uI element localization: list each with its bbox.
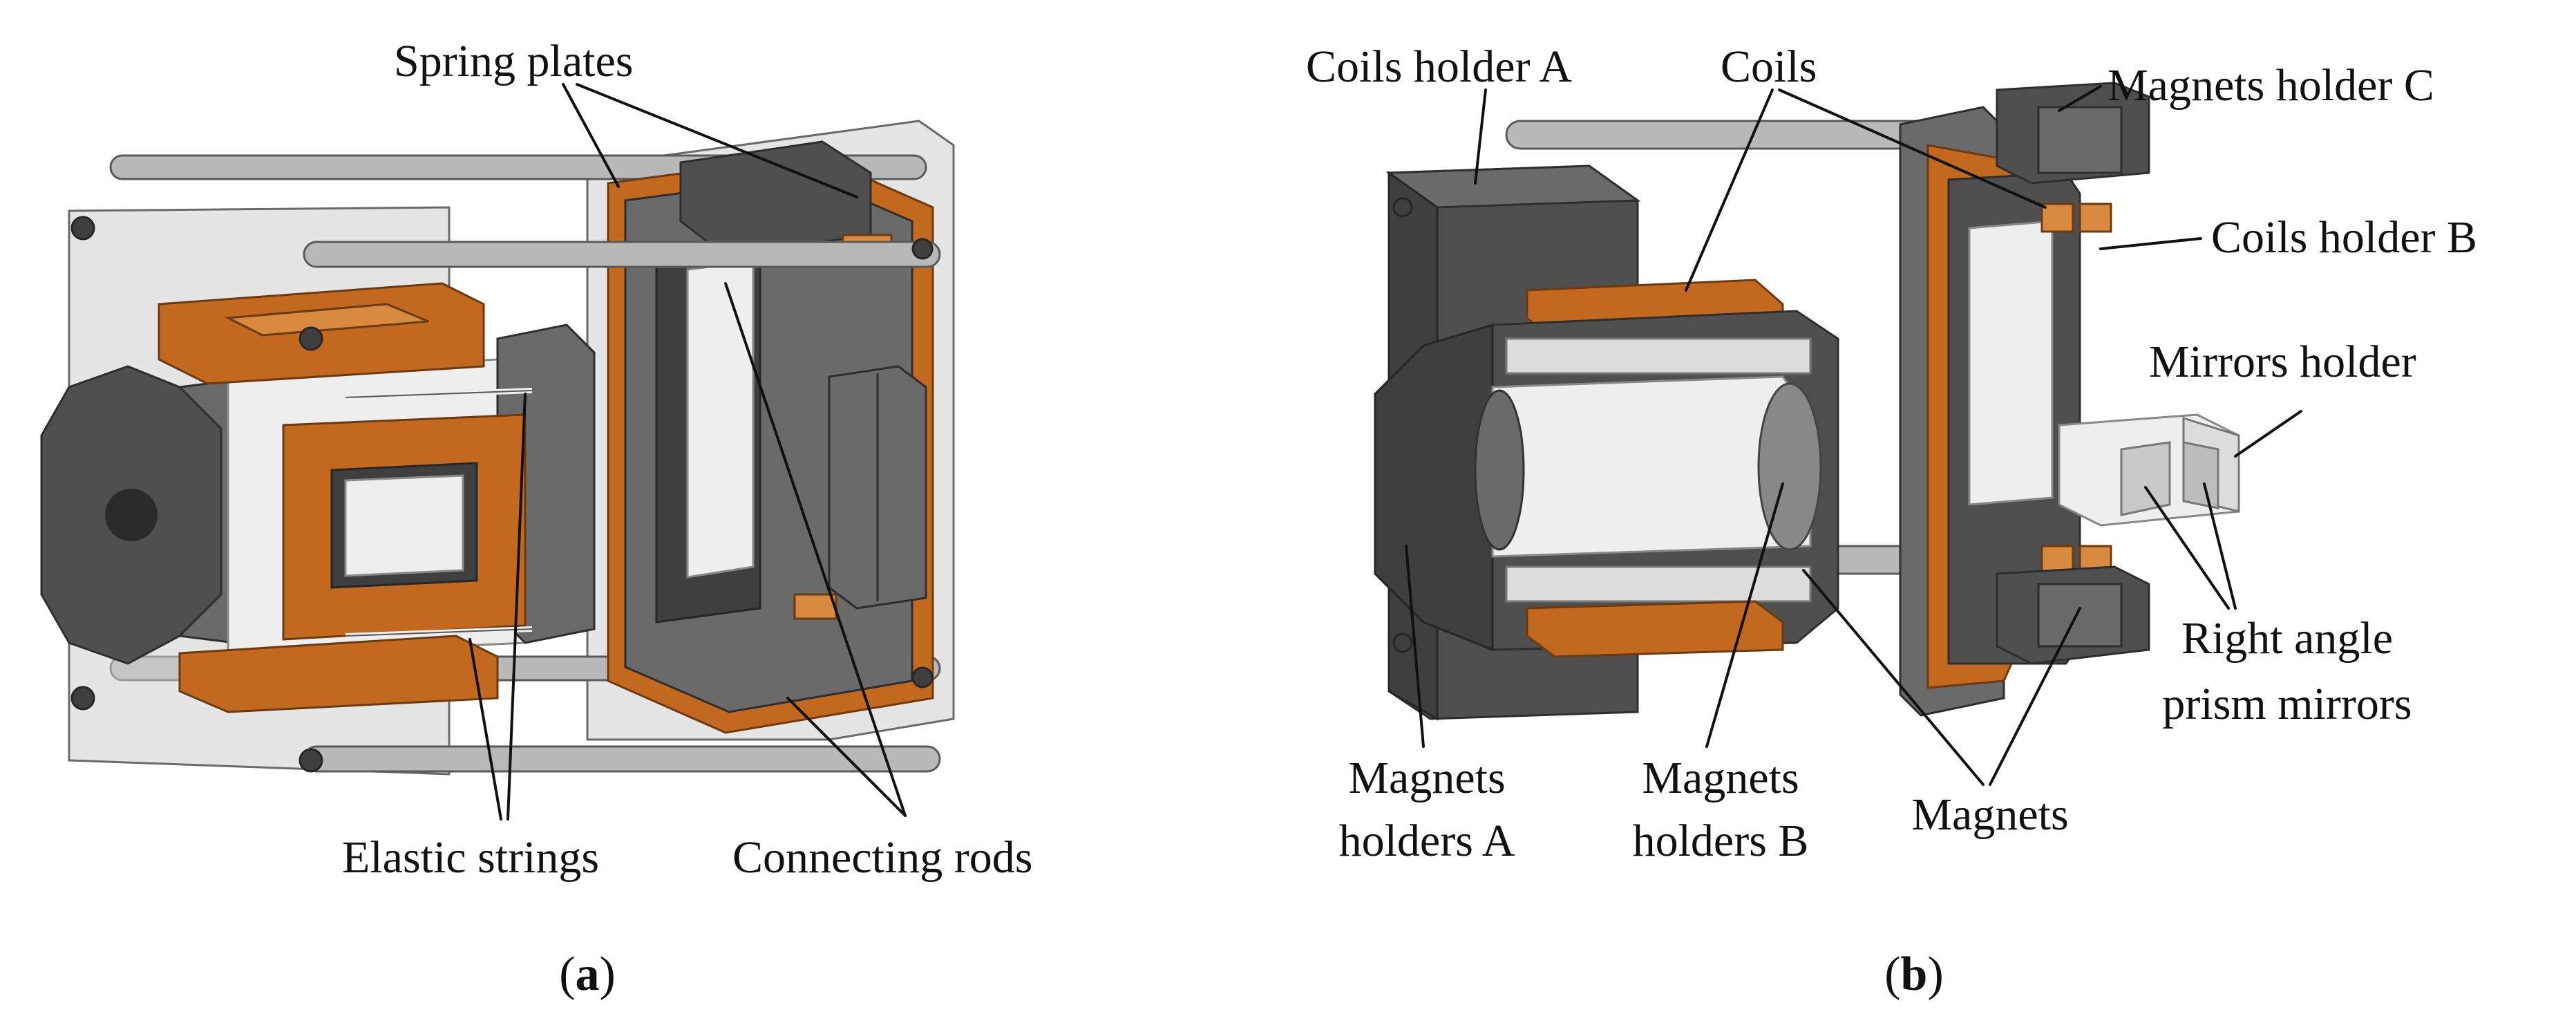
- leader-coils-holder-a: [1474, 88, 1487, 185]
- leader-mirrors-holder: [2234, 410, 2302, 458]
- screw-icon: [70, 686, 95, 711]
- label-magnets-holders-a-line1: Magnets: [1348, 753, 1505, 803]
- label-connecting-rods: Connecting rods: [732, 832, 1032, 883]
- screw-icon: [911, 666, 934, 688]
- screw-icon: [299, 326, 323, 351]
- leader-elastic-strings-1: [468, 638, 502, 820]
- end-cap-bore: [105, 489, 158, 541]
- right-angle-prism-mirror-1: [2120, 441, 2171, 516]
- screw-icon: [70, 216, 95, 241]
- leader-coils-holder-b: [2099, 237, 2202, 250]
- leader-magnets-holders-b: [1705, 482, 1784, 748]
- label-coils: Coils: [1721, 41, 1817, 92]
- label-magnets-holder-c: Magnets holder C: [2108, 60, 2434, 111]
- leader-connecting-rods-2: [786, 697, 907, 817]
- panel-a-assembly-drawing: Spring plates Elastic strings Connecting…: [40, 36, 1032, 1001]
- label-magnets-holders-a-line2: holders A: [1339, 816, 1515, 866]
- leader-magnets-holders-a: [1405, 545, 1425, 748]
- leader-coils-2: [1778, 88, 2047, 209]
- connecting-rod-top: [1505, 120, 1936, 150]
- coil-top-face: [224, 303, 429, 337]
- leader-connecting-rods-1: [724, 282, 907, 817]
- magnets-holders-b-bore: [1757, 382, 1822, 551]
- screw-icon: [911, 238, 934, 260]
- label-coils-holder-a: Coils holder A: [1306, 41, 1572, 92]
- coil-b-top-left: [2040, 203, 2074, 233]
- coil-bottom: [178, 635, 499, 713]
- leader-coils-1: [1685, 88, 1774, 292]
- magnet-bar-bottom: [1505, 565, 1812, 603]
- label-spring-plates: Spring plates: [394, 36, 633, 86]
- leader-spring-plates-1: [562, 83, 620, 188]
- right-angle-prism-mirror-2: [2182, 441, 2219, 509]
- panel-b-exploded-view: Coils holder A Coils Magnets holder C Co…: [1306, 41, 2477, 1001]
- leader-prism-2: [2203, 482, 2237, 610]
- label-magnets-holders-b-line1: Magnets: [1642, 753, 1799, 803]
- screw-icon: [1392, 197, 1413, 218]
- magnet-c-top-block: [2037, 106, 2123, 174]
- screw-icon: [299, 748, 323, 773]
- connecting-rod-front-bottom: [303, 745, 941, 773]
- coil-a-bottom: [1526, 600, 1784, 658]
- leader-magnets-holder-c: [2058, 85, 2102, 112]
- label-coils-holder-b: Coils holder B: [2211, 212, 2477, 263]
- screw-icon: [1392, 632, 1413, 653]
- label-elastic-strings: Elastic strings: [342, 832, 599, 883]
- label-magnets: Magnets: [1911, 789, 2068, 840]
- magnets-holders-a-bore: [1474, 389, 1525, 551]
- connecting-rod-front-top: [303, 241, 941, 268]
- spring-plate-window-inner: [686, 260, 755, 579]
- magnet-bar-top: [1505, 337, 1812, 375]
- caption-a: (a): [559, 948, 616, 1001]
- leader-magnets-1: [1802, 569, 1985, 786]
- coil-b-top-right: [2078, 203, 2112, 233]
- leader-magnets-2: [1989, 607, 2081, 786]
- leader-elastic-strings-2: [506, 393, 527, 820]
- leader-spring-plates-2: [576, 83, 858, 198]
- coils-holder-b-window: [1968, 220, 2054, 506]
- label-mirrors-holder: Mirrors holder: [2149, 337, 2416, 387]
- label-magnets-holders-b-line2: holders B: [1633, 816, 1809, 866]
- coil-middle-window-inner: [344, 474, 464, 577]
- label-right-angle-line1: Right angle: [2181, 613, 2393, 664]
- magnet-c-bottom-block: [2037, 583, 2123, 648]
- magnets-holders-a-front: [1374, 323, 1494, 652]
- label-right-angle-line2: prism mirrors: [2162, 679, 2412, 729]
- leader-prism-1: [2144, 486, 2230, 610]
- spring-plate-pad-bottom: [793, 593, 837, 620]
- caption-b: (b): [1884, 948, 1944, 1001]
